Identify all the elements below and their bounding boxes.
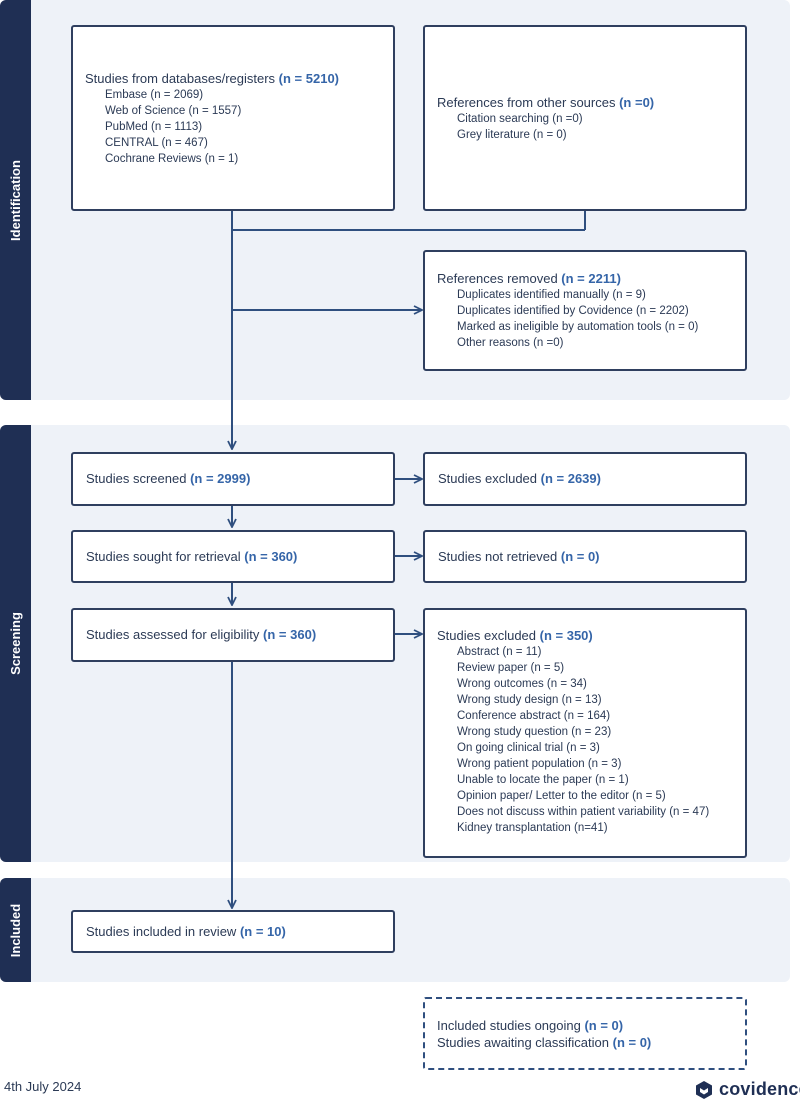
list-item: Citation searching (n =0) (457, 112, 583, 125)
identification-label: Identification (0, 0, 31, 400)
excluded2-list: Abstract (n = 11) Review paper (n = 5) W… (437, 644, 739, 836)
list-item: Cochrane Reviews (n = 1) (105, 152, 239, 165)
awaiting-count: (n = 0) (612, 1034, 652, 1050)
ongoing-title: Included studies ongoing (437, 1017, 581, 1033)
ongoing-count: (n = 0) (584, 1017, 624, 1033)
list-item: Wrong study question (n = 23) (457, 726, 612, 738)
list-item: Wrong patient population (n = 3) (457, 758, 622, 770)
list-item: Unable to locate the paper (n = 1) (457, 774, 629, 786)
included-title: Studies included in review (86, 923, 237, 939)
included-label: Included (0, 878, 31, 982)
other-sources-list: Citation searching (n =0) Grey literatur… (437, 111, 739, 143)
other-sources-title: References from other sources (437, 94, 616, 110)
excluded2-title: Studies excluded (437, 628, 537, 643)
footer-date: 4th July 2024 (4, 1079, 82, 1094)
screened-box: Studies screened (n = 2999) (71, 452, 395, 506)
list-item: Wrong outcomes (n = 34) (457, 678, 587, 690)
other-sources-count: (n =0) (619, 94, 655, 110)
covidence-logo-text: covidence (719, 1079, 800, 1099)
not-retrieved-title: Studies not retrieved (438, 548, 558, 564)
list-item: Marked as ineligible by automation tools… (457, 321, 699, 333)
list-item: Conference abstract (n = 164) (457, 710, 611, 722)
list-item: Embase (n = 2069) (105, 88, 204, 101)
included-count: (n = 10) (239, 923, 286, 939)
list-item: CENTRAL (n = 467) (105, 136, 208, 149)
list-item: Kidney transplantation (n=41) (457, 822, 608, 834)
removed-box: References removed (n = 2211) Duplicates… (423, 250, 747, 371)
assessed-title: Studies assessed for eligibility (86, 627, 260, 642)
list-item: Opinion paper/ Letter to the editor (n =… (457, 790, 666, 802)
included-box: Studies included in review (n = 10) (71, 910, 395, 953)
excluded1-box: Studies excluded (n = 2639) (423, 452, 747, 506)
list-item: Grey literature (n = 0) (457, 128, 567, 141)
databases-list: Embase (n = 2069) Web of Science (n = 15… (85, 87, 387, 167)
excluded2-count: (n = 350) (539, 628, 593, 643)
list-item: Other reasons (n =0) (457, 337, 564, 349)
screened-title: Studies screened (86, 471, 187, 486)
list-item: On going clinical trial (n = 3) (457, 742, 600, 754)
list-item: Abstract (n = 11) (457, 646, 542, 658)
list-item: PubMed (n = 1113) (105, 120, 203, 133)
removed-title: References removed (437, 271, 558, 286)
databases-box: Studies from databases/registers (n = 52… (71, 25, 395, 211)
covidence-logo: covidence (694, 1079, 800, 1100)
not-retrieved-count: (n = 0) (560, 548, 600, 564)
databases-title: Studies from databases/registers (85, 70, 276, 86)
list-item: Review paper (n = 5) (457, 662, 565, 674)
screened-count: (n = 2999) (190, 471, 251, 486)
list-item: Wrong study design (n = 13) (457, 694, 602, 706)
other-sources-box: References from other sources (n =0) Cit… (423, 25, 747, 211)
sought-box: Studies sought for retrieval (n = 360) (71, 530, 395, 583)
not-retrieved-box: Studies not retrieved (n = 0) (423, 530, 747, 583)
sought-title: Studies sought for retrieval (86, 548, 241, 564)
excluded1-count: (n = 2639) (540, 471, 601, 486)
list-item: Does not discuss within patient variabil… (457, 806, 710, 818)
list-item: Duplicates identified manually (n = 9) (457, 289, 646, 301)
excluded1-title: Studies excluded (438, 471, 538, 486)
covidence-logo-icon (696, 1080, 712, 1099)
removed-list: Duplicates identified manually (n = 9) D… (437, 287, 739, 351)
list-item: Web of Science (n = 1557) (105, 104, 242, 117)
excluded2-box: Studies excluded (n = 350) Abstract (n =… (423, 608, 747, 858)
assessed-count: (n = 360) (263, 627, 317, 642)
awaiting-title: Studies awaiting classification (437, 1034, 609, 1050)
list-item: Duplicates identified by Covidence (n = … (457, 305, 689, 317)
sought-count: (n = 360) (244, 548, 298, 564)
databases-count: (n = 5210) (278, 70, 340, 86)
ongoing-box: Included studies ongoing (n = 0) Studies… (423, 997, 747, 1070)
screening-label: Screening (0, 425, 31, 862)
assessed-box: Studies assessed for eligibility (n = 36… (71, 608, 395, 662)
removed-count: (n = 2211) (561, 271, 621, 286)
